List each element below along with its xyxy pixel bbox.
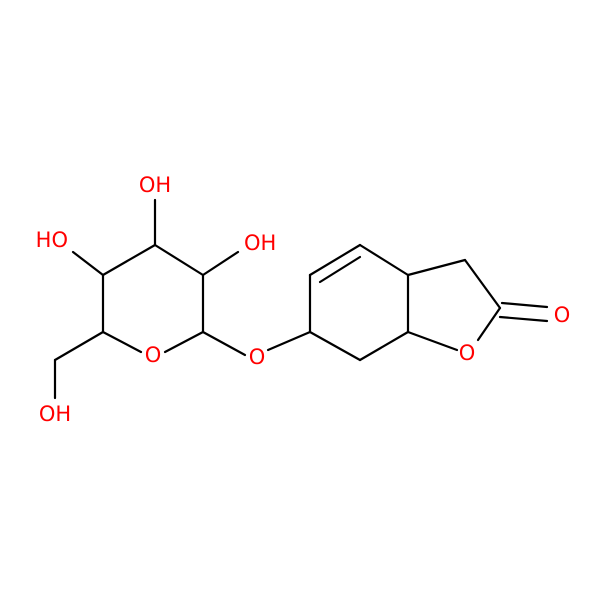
bond-c2-oh-right [201,250,240,277]
oh-right-label: OH [244,231,276,255]
bond-c5-ch2 [53,330,105,362]
bond-carbonyl-a [500,301,549,309]
bond-c3-ring-o [163,330,205,354]
ring-oxygen-label: O [145,343,162,367]
ether-oxygen-label: O [249,345,266,369]
bond-ether-o-c9 [266,330,312,352]
lactone-oxygen-label: O [459,341,476,365]
oh-top-label: OH [139,173,171,197]
bond-carbonyl-b [498,315,549,323]
bond-c15-c16 [463,258,502,310]
bond-lactone-o-c13 [406,330,459,352]
bonds [53,198,549,400]
bond-c10-c11 [308,243,362,277]
bond-c6-oh-left [71,250,105,277]
bond-c1-c2 [153,243,205,277]
bond-c14-c9 [308,330,362,362]
bond-c12-c15 [406,258,467,277]
carbonyl-oxygen-label: O [554,303,571,327]
atom-labels: OH HO OH OH O O O O [36,173,571,426]
bond-c13-c14 [358,330,410,362]
bond-c3-ether-o [201,330,247,357]
oh-bottom-label: OH [39,402,71,426]
bond-c16-lactone-o [476,306,502,342]
bond-c6-c1 [101,243,157,277]
bond-ring-o-c5 [101,330,143,354]
oh-left-label: HO [36,228,68,252]
bond-c11-c12 [358,243,410,277]
bond-c10-c11-double [318,255,362,284]
